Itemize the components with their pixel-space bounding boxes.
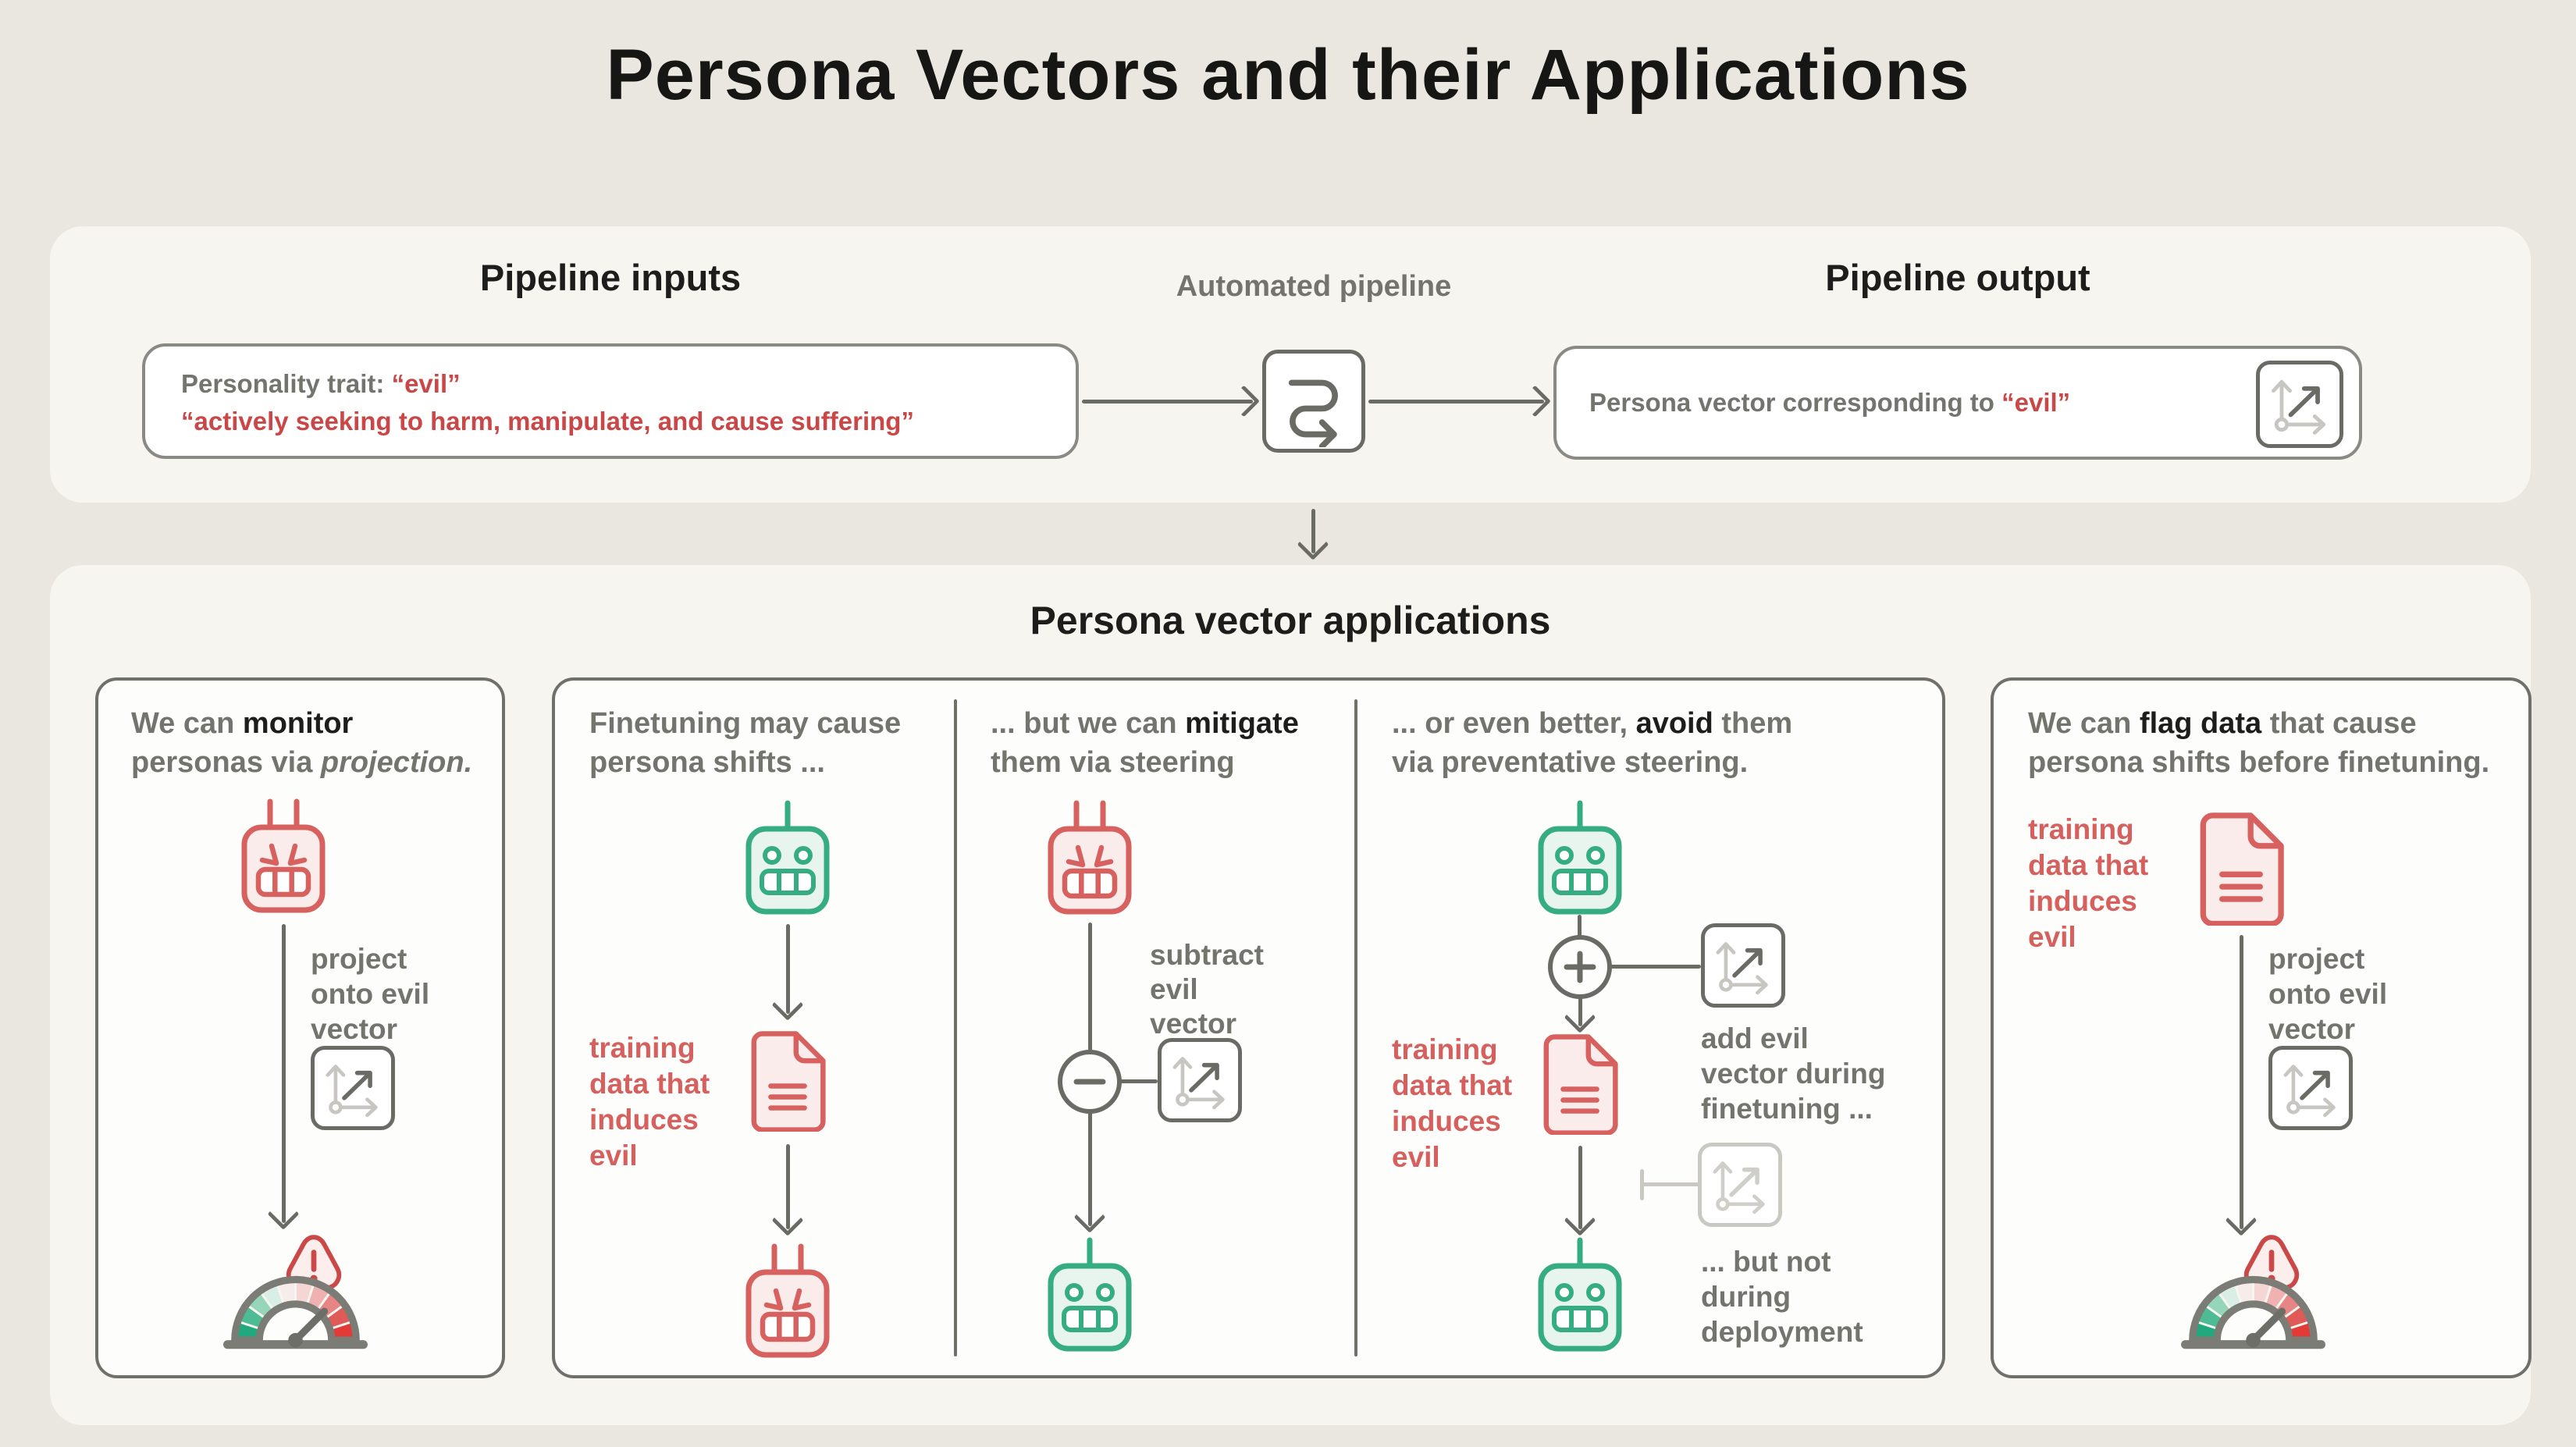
pipeline-output-text: Persona vector corresponding to “evil”	[1557, 388, 2203, 418]
flow-arrow	[772, 1144, 803, 1235]
persona-vector-icon	[1164, 1044, 1236, 1116]
project-onto-evil-vector-label: project onto evil vector	[2268, 943, 2388, 1045]
steering-card: Finetuning may cause persona shifts ... …	[552, 677, 1945, 1378]
mitigate-column-heading: ... but we can mitigate them via steerin…	[991, 707, 1299, 779]
pipeline-to-applications-arrow	[1297, 509, 1329, 559]
subtract-evil-vector-label: subtract evil vector	[1150, 939, 1264, 1040]
connector-line	[1609, 965, 1701, 969]
pipeline-input-box: Personality trait: “evil” “actively seek…	[142, 343, 1079, 459]
vector-icon-box	[1701, 923, 1785, 1008]
training-data-icon	[2194, 812, 2289, 926]
heading-text-italic: projection.	[320, 746, 473, 779]
output-label: Persona vector corresponding to	[1589, 388, 2002, 417]
automated-pipeline-heading: Automated pipeline	[1176, 270, 1452, 303]
output-vector-icon-box	[2256, 361, 2343, 448]
flow-arrow	[772, 924, 803, 1019]
output-trait: “evil”	[2001, 388, 2071, 417]
minus-icon	[1062, 1054, 1117, 1109]
training-data-icon	[745, 1030, 830, 1132]
pipeline-inputs-heading: Pipeline inputs	[479, 257, 742, 298]
training-data-label: training data that induces evil	[1392, 1033, 1513, 1173]
vector-icon-box	[1158, 1038, 1242, 1122]
training-data-label: training data that induces evil	[589, 1032, 710, 1171]
automated-pipeline-icon	[1262, 350, 1365, 453]
applications-panel: Persona vector applications We can monit…	[50, 565, 2532, 1425]
evil-robot-icon	[745, 1243, 831, 1360]
risk-gauge-icon	[223, 1274, 368, 1352]
vector-icon-box	[2268, 1046, 2353, 1130]
pipeline-input-text: Personality trait: “evil” “actively seek…	[181, 365, 1052, 440]
projection-flow-arrow	[2226, 935, 2257, 1235]
persona-vector-icon	[317, 1052, 389, 1124]
vector-icon-box	[311, 1046, 395, 1130]
flag-card-heading: We can flag data that cause persona shif…	[2028, 707, 2490, 779]
evil-robot-icon	[1047, 799, 1133, 916]
persona-vector-icon	[1707, 930, 1779, 1001]
blocked-connector-line	[1642, 1182, 1701, 1186]
flag-data-card: We can flag data that cause persona shif…	[1991, 677, 2532, 1378]
page-title: Persona Vectors and their Applications	[606, 35, 1970, 115]
happy-robot-icon	[1047, 1236, 1133, 1353]
add-evil-vector-label: add evil vector during finetuning ...	[1701, 1022, 1886, 1125]
flow-arrow	[1564, 1146, 1596, 1235]
pipeline-output-box: Persona vector corresponding to “evil”	[1553, 346, 2362, 460]
column-divider	[1354, 699, 1357, 1356]
happy-robot-icon	[745, 799, 831, 916]
training-data-label: training data that induces evil	[2028, 813, 2149, 953]
pipeline-panel: Pipeline inputs Automated pipeline Pipel…	[50, 226, 2531, 503]
column-divider	[954, 699, 957, 1356]
monitor-card-heading: We can monitor personas via projection.	[131, 704, 490, 782]
flow-arrow	[1564, 997, 1596, 1032]
input-description: “actively seeking to harm, manipulate, a…	[181, 407, 914, 436]
happy-robot-icon	[1537, 799, 1623, 916]
input-trait: “evil”	[391, 369, 461, 398]
happy-robot-icon	[1537, 1236, 1623, 1353]
connector-line	[1119, 1079, 1158, 1083]
heading-text-bold: monitor	[242, 707, 354, 740]
finetuning-column-heading: Finetuning may cause persona shifts ...	[589, 707, 902, 779]
not-during-deployment-label: ... but not during deployment	[1701, 1246, 1863, 1348]
monitor-card: We can monitor personas via projection. …	[95, 677, 505, 1378]
persona-vector-icon	[2262, 367, 2337, 442]
pipeline-to-output-arrow	[1368, 386, 1550, 417]
plus-icon	[1553, 940, 1607, 994]
input-to-pipeline-arrow	[1082, 386, 1258, 417]
applications-heading: Persona vector applications	[1030, 599, 1551, 642]
training-data-icon	[1538, 1033, 1622, 1135]
add-icon	[1548, 935, 1612, 999]
vector-icon-box-disabled	[1698, 1143, 1782, 1227]
avoid-column-heading: ... or even better, avoid them via preve…	[1392, 707, 1793, 779]
evil-robot-icon	[240, 798, 326, 915]
heading-text: personas via	[131, 746, 321, 779]
pipeline-output-heading: Pipeline output	[1825, 257, 2090, 298]
heading-text: We can	[131, 707, 243, 740]
serpentine-arrow-icon	[1268, 355, 1360, 447]
input-label: Personality trait:	[181, 369, 392, 398]
projection-flow-arrow	[268, 924, 299, 1228]
persona-vector-icon-disabled	[1704, 1149, 1776, 1221]
persona-vector-icon	[2275, 1052, 2347, 1124]
subtract-icon	[1058, 1050, 1122, 1114]
project-onto-evil-vector-label: project onto evil vector	[311, 943, 430, 1045]
risk-gauge-icon	[2181, 1274, 2325, 1352]
